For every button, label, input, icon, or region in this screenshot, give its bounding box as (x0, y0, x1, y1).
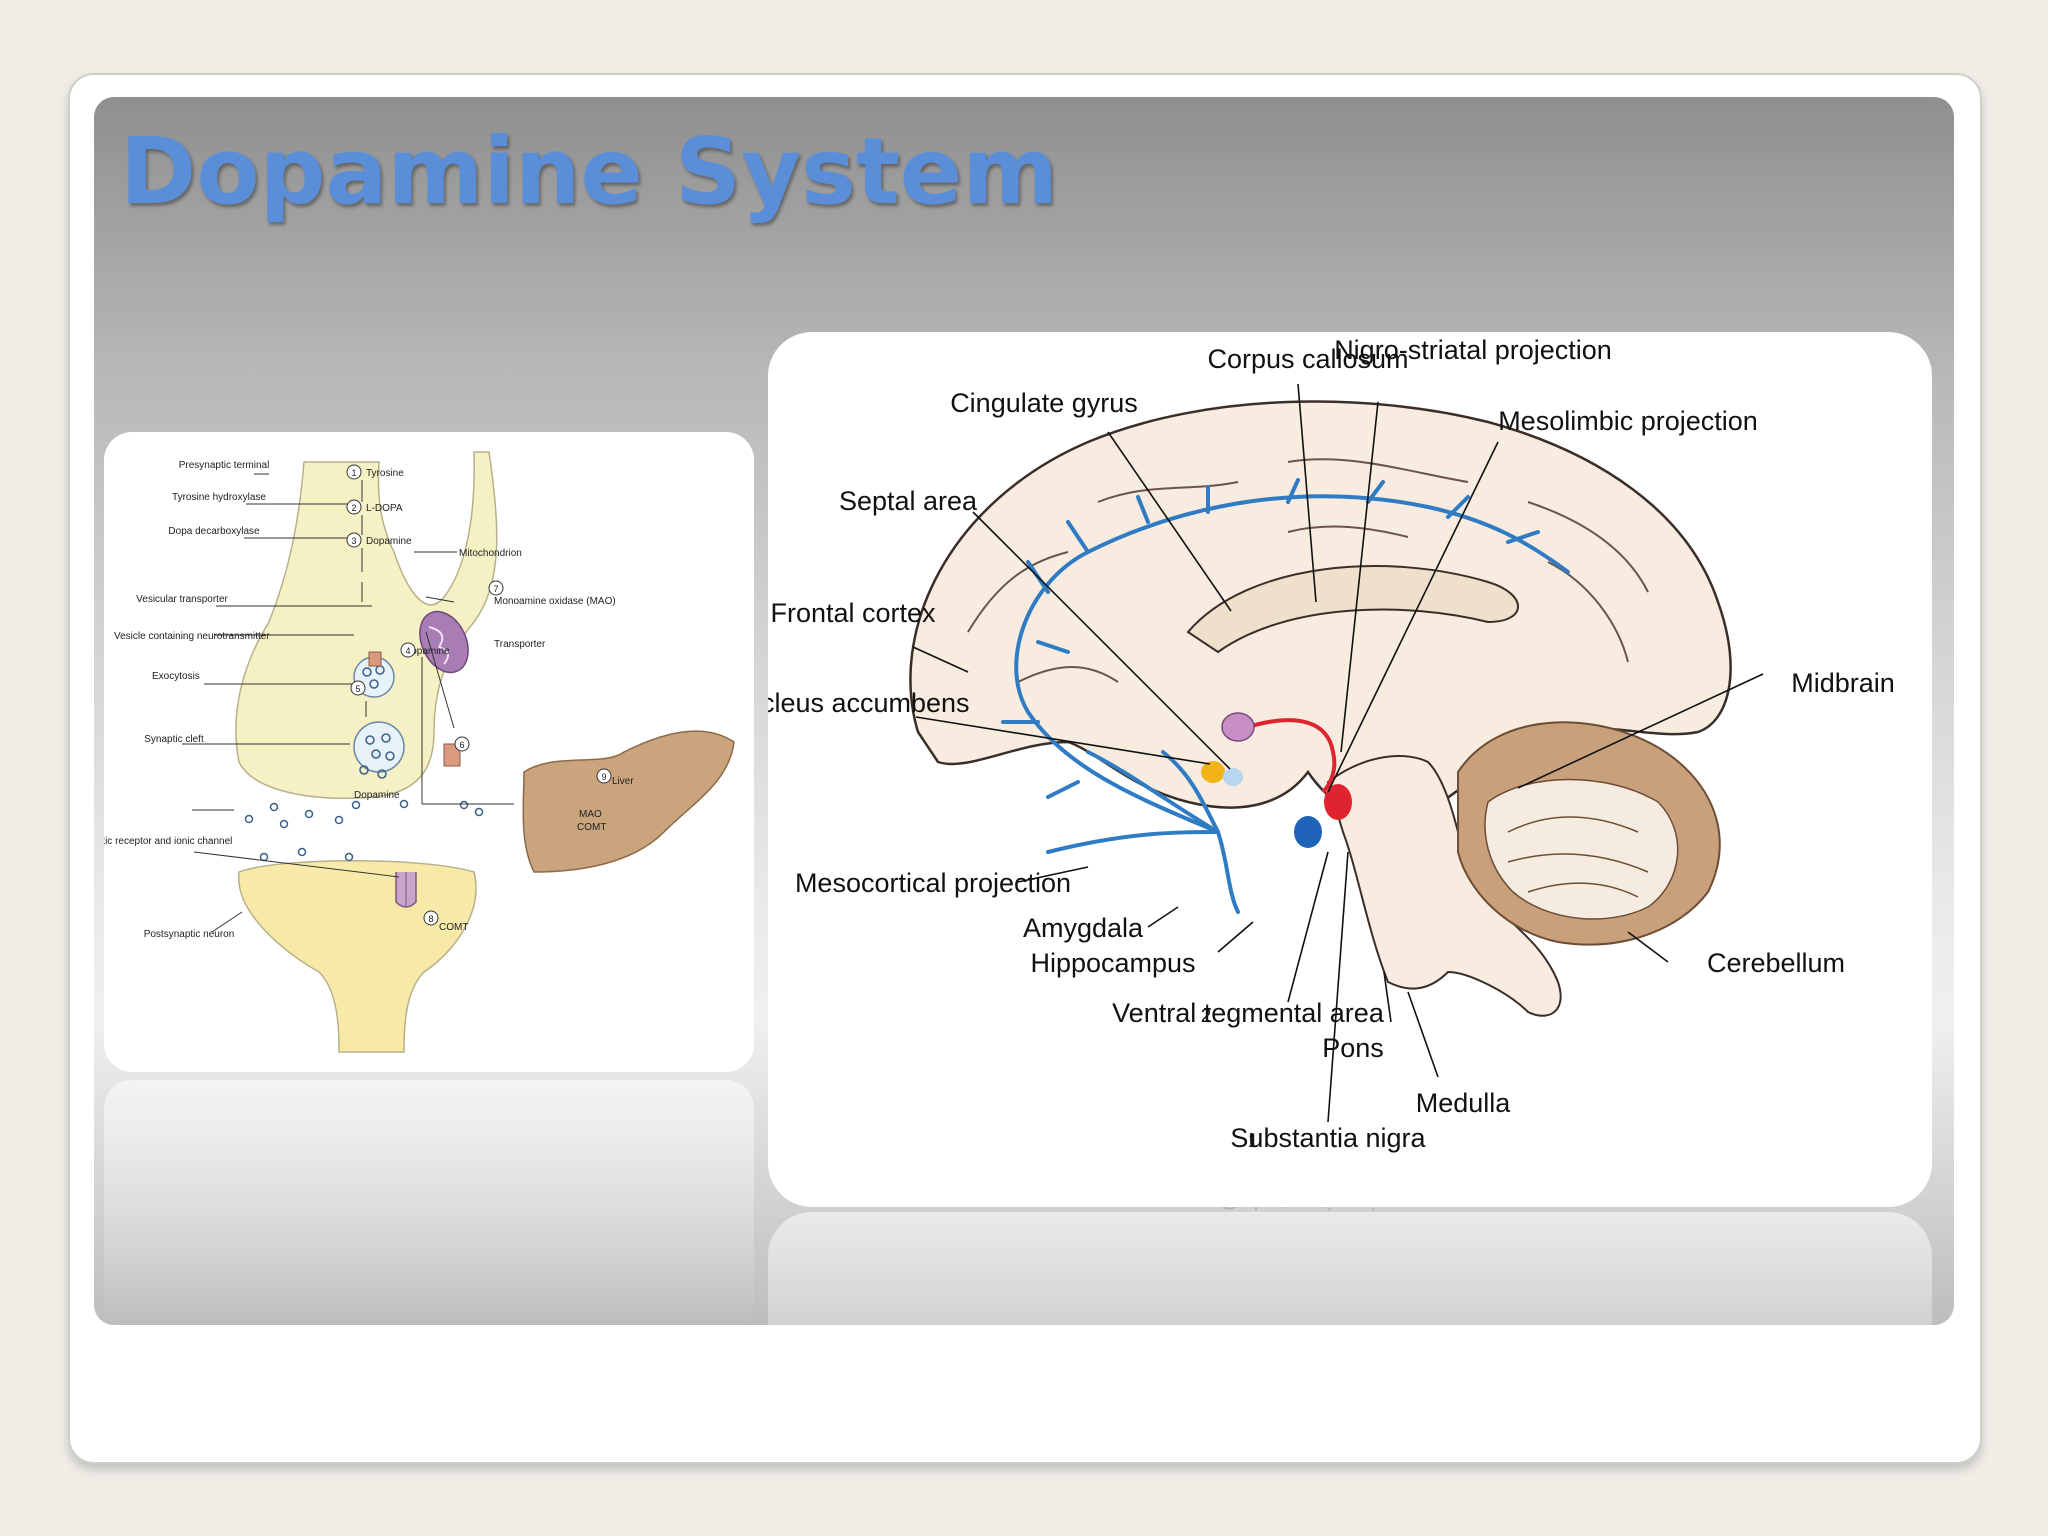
synapse-pointer-lines (182, 473, 514, 933)
left-panel-reflection (104, 1080, 754, 1330)
label-nucleus-accumbens: Nucleus accumbens (768, 688, 970, 718)
brain-diagram: Corpus callosum Nigro-striatal projectio… (768, 335, 1895, 1153)
label-mesocortical: Mesocortical projection (795, 868, 1071, 898)
label-amygdala: Amygdala (1023, 913, 1144, 943)
label-tyrosine-hydroxylase: Tyrosine hydroxylase (172, 492, 266, 503)
postsynaptic-neuron-shape (238, 860, 477, 1053)
step-marker-3 (346, 532, 362, 548)
label-monoamine-oxidase: Monoamine oxidase (MAO) (494, 596, 616, 607)
step-number-9: 9 (601, 772, 606, 782)
step-marker-6 (454, 736, 470, 752)
label-mao: MAO (579, 809, 602, 820)
step-number-2: 2 (351, 503, 356, 513)
brain-text-labels: Corpus callosum Nigro-striatal projectio… (768, 335, 1895, 1153)
label-liver: Liver (612, 776, 634, 787)
label-ventral-tegmental-sup: 2 (1201, 1006, 1212, 1027)
label-cerebellum: Cerebellum (1707, 948, 1845, 978)
label-exocytosis: Exocytosis (152, 671, 200, 682)
brain-diagram-panel: Corpus callosum Nigro-striatal projectio… (768, 332, 1932, 1207)
label-vesicular-transporter: Vesicular transporter (136, 594, 228, 605)
label-pons: Pons (1322, 1033, 1384, 1063)
label-substantia-nigra-text: Substantia nigra (1230, 1123, 1426, 1153)
step-marker-1 (346, 464, 362, 480)
cerebellum-shape (1457, 721, 1721, 946)
step-label-3: Dopamine (366, 536, 412, 547)
label-hippocampus: Hippocampus (1030, 948, 1195, 978)
step-marker-8 (423, 910, 439, 926)
step-label-1: Tyrosine (366, 468, 404, 479)
step-marker-4 (400, 642, 416, 658)
label-frontal-cortex: Frontal cortex (770, 598, 936, 628)
step-marker-9 (596, 768, 612, 784)
step-label-2: L-DOPA (366, 503, 403, 514)
label-postsynaptic-receptor: Postsynaptic receptor and ionic channel (104, 836, 232, 847)
label-medulla: Medulla (1416, 1088, 1512, 1118)
label-comt-liver: COMT (577, 822, 606, 833)
label-substantia-nigra-sup: 1 (1248, 1131, 1259, 1152)
mitochondrion-shape (419, 610, 469, 674)
step-number-7: 7 (493, 584, 498, 594)
step-marker-2 (346, 499, 362, 515)
label-cingulate-gyrus: Cingulate gyrus (950, 388, 1138, 418)
label-presynaptic-terminal: Presynaptic terminal (179, 460, 270, 471)
synapse-diagram: Presynaptic terminal Tyrosine hydroxylas… (104, 451, 735, 1053)
step-marker-5 (350, 680, 366, 696)
cleft-dopamine-dots (244, 799, 484, 862)
cerebrum-shape (909, 400, 1732, 826)
label-transporter: Transporter (494, 639, 546, 650)
slide-title: Dopamine System (120, 118, 1059, 225)
step-marker-7 (488, 580, 504, 596)
label-nigro-striatal-text: Nigro-striatal projection (1334, 335, 1612, 365)
brain-pointer-lines (912, 383, 1764, 1123)
nigro-striatal-path (1201, 712, 1352, 848)
label-substantia-nigra: 1 Substantia nigra (1230, 1123, 1426, 1153)
label-ventral-tegmental: 2 Ventral tegmental area (1112, 998, 1385, 1028)
label-midbrain: Midbrain (1791, 668, 1895, 698)
label-mitochondrion: Mitochondrion (459, 548, 522, 559)
step-number-6: 6 (459, 740, 464, 750)
label-dopamine-cleft: Dopamine (354, 790, 400, 801)
label-synaptic-cleft: Synaptic cleft (144, 734, 204, 745)
label-dopa-decarboxylase: Dopa decarboxylase (168, 526, 260, 537)
step-number-3: 3 (351, 536, 356, 546)
label-corpus-callosum: Corpus callosum (1207, 344, 1408, 374)
label-ventral-tegmental-text: Ventral tegmental area (1112, 998, 1385, 1028)
label-septal-area: Septal area (839, 486, 978, 516)
label-vesicle-containing: Vesicle containing neurotransmitter (114, 631, 270, 642)
brainstem-shape (1326, 755, 1562, 1017)
label-dopamine-inner: Dopamine (404, 646, 450, 657)
right-panel-reflection (768, 1212, 1932, 1462)
synapse-text-labels: Presynaptic terminal Tyrosine hydroxylas… (104, 460, 634, 940)
step-number-8: 8 (428, 914, 433, 924)
step-number-5: 5 (355, 684, 360, 694)
label-comt-post: COMT (439, 922, 468, 933)
label-mesolimbic: Mesolimbic projection (1498, 406, 1758, 436)
step-number-4: 4 (405, 646, 410, 656)
label-nigro-striatal: Nigro-striatal projection (1334, 335, 1612, 365)
synapse-diagram-panel: Presynaptic terminal Tyrosine hydroxylas… (104, 432, 754, 1072)
label-postsynaptic-neuron: Postsynaptic neuron (144, 929, 235, 940)
liver-shape (522, 730, 735, 873)
step-number-1: 1 (351, 468, 356, 478)
